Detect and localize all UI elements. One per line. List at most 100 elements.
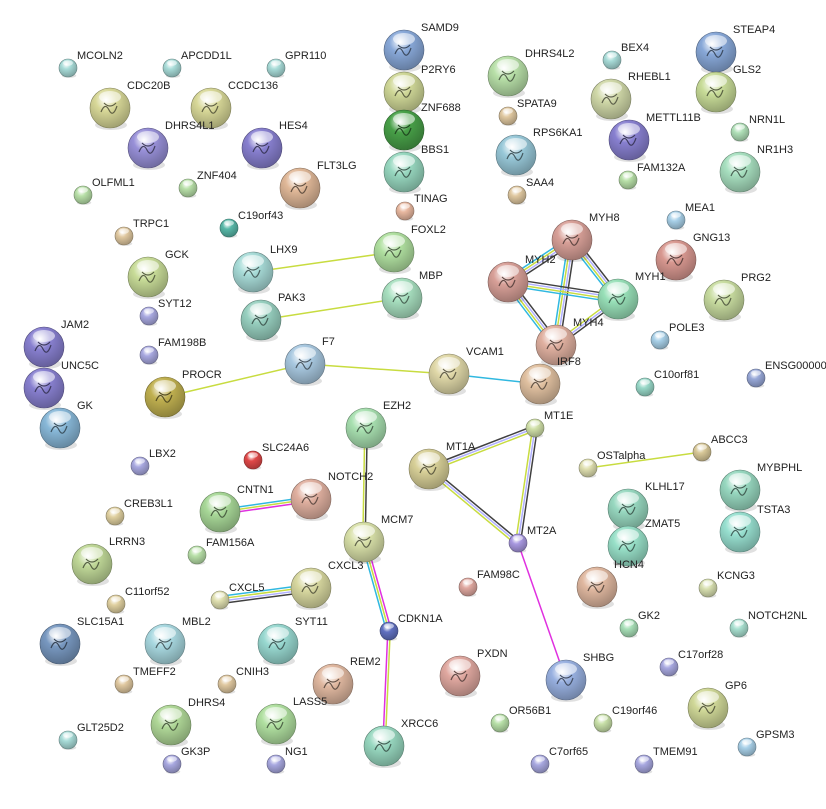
edge-F7-VCAM1[interactable]	[304, 363, 450, 375]
node-SYT12[interactable]: SYT12	[139, 298, 192, 326]
node-MBL2[interactable]: MBL2	[144, 616, 211, 666]
node-OSTalpha[interactable]: OSTalpha	[578, 450, 646, 478]
node-APCDD1L[interactable]: APCDD1L	[162, 50, 232, 78]
node-GP6[interactable]: GP6	[687, 680, 747, 730]
node-ABCC3[interactable]: ABCC3	[692, 434, 748, 462]
node-RHEBL1[interactable]: RHEBL1	[590, 71, 671, 121]
node-IRF8[interactable]: IRF8	[519, 356, 581, 406]
node-MCOLN2[interactable]: MCOLN2	[58, 50, 123, 78]
node-C11orf52[interactable]: C11orf52	[106, 586, 169, 614]
node-GK2[interactable]: GK2	[619, 610, 660, 638]
node-HCN4[interactable]: HCN4	[576, 559, 644, 609]
node-METTL11B[interactable]: METTL11B	[608, 112, 701, 162]
node-PXDN[interactable]: PXDN	[439, 648, 508, 698]
node-FAM132A[interactable]: FAM132A	[618, 162, 686, 190]
node-XRCC6[interactable]: XRCC6	[363, 718, 438, 768]
node-MT2A[interactable]: MT2A	[508, 525, 557, 553]
node-OLFML1[interactable]: OLFML1	[73, 177, 135, 205]
node-CDKN1A[interactable]: CDKN1A	[379, 613, 443, 641]
node-TSTA3[interactable]: TSTA3	[719, 504, 790, 554]
node-GK3P[interactable]: GK3P	[162, 746, 210, 774]
node-NOTCH2[interactable]: NOTCH2	[290, 471, 373, 521]
node-PAK3[interactable]: PAK3	[240, 292, 305, 342]
node-F7[interactable]: F7	[284, 336, 335, 386]
node-ZMAT5[interactable]: ZMAT5	[607, 518, 680, 568]
node-EZH2[interactable]: EZH2	[345, 400, 411, 450]
node-TINAG[interactable]: TINAG	[395, 193, 448, 221]
node-CNIH3[interactable]: CNIH3	[217, 666, 269, 694]
node-RPS6KA1[interactable]: RPS6KA1	[495, 127, 583, 177]
node-FAM198B[interactable]: FAM198B	[139, 337, 206, 365]
node-GCK[interactable]: GCK	[127, 249, 190, 299]
node-CREB3L1[interactable]: CREB3L1	[105, 498, 173, 526]
node-MYBPHL[interactable]: MYBPHL	[719, 462, 802, 512]
node-SPATA9[interactable]: SPATA9	[498, 98, 557, 126]
node-LHX9[interactable]: LHX9	[232, 244, 298, 294]
edge-MT1E-MT2A[interactable]	[514, 427, 539, 544]
node-NOTCH2NL[interactable]: NOTCH2NL	[729, 610, 807, 638]
node-SLC24A6[interactable]: SLC24A6	[243, 442, 309, 470]
node-DHRS4L1[interactable]: DHRS4L1	[127, 120, 215, 170]
node-C19orf43[interactable]: C19orf43	[219, 210, 283, 238]
node-LRRN3[interactable]: LRRN3	[71, 536, 145, 586]
node-NG1[interactable]: NG1	[266, 746, 308, 774]
node-SYT11[interactable]: SYT11	[257, 616, 328, 666]
node-HES4[interactable]: HES4	[241, 120, 308, 170]
node-C7orf65[interactable]: C7orf65	[530, 746, 588, 774]
node-REM2[interactable]: REM2	[312, 656, 381, 706]
node-FLT3LG[interactable]: FLT3LG	[279, 160, 357, 210]
node-GPR110[interactable]: GPR110	[266, 50, 326, 78]
node-MYH2[interactable]: MYH2	[487, 254, 556, 304]
node-MEA1[interactable]: MEA1	[666, 202, 715, 230]
node-TRPC1[interactable]: TRPC1	[114, 218, 169, 246]
node-GLT25D2[interactable]: GLT25D2	[58, 722, 124, 750]
node-GK[interactable]: GK	[39, 400, 94, 450]
node-CXCL5[interactable]: CXCL5	[210, 582, 264, 610]
node-GLS2[interactable]: GLS2	[695, 64, 761, 114]
edge-OSTalpha-ABCC3[interactable]	[587, 451, 703, 469]
edge-PROCR-F7[interactable]	[164, 363, 306, 398]
node-GNG13[interactable]: GNG13	[655, 232, 730, 282]
node-DHRS4[interactable]: DHRS4	[150, 697, 225, 747]
node-SAA4[interactable]: SAA4	[507, 177, 554, 205]
node-GPSM3[interactable]: GPSM3	[737, 729, 795, 757]
node-CDC20B[interactable]: CDC20B	[89, 80, 170, 130]
node-BEX4[interactable]: BEX4	[602, 42, 649, 70]
node-SHBG[interactable]: SHBG	[545, 652, 614, 702]
node-MT1E[interactable]: MT1E	[525, 410, 573, 438]
edge-LHX9-FOXL2[interactable]	[252, 251, 395, 273]
node-BBS1[interactable]: BBS1	[383, 144, 449, 194]
node-ENSG00000[interactable]: ENSG00000	[746, 360, 826, 388]
node-P2RY6[interactable]: P2RY6	[383, 64, 456, 114]
node-LASS5[interactable]: LASS5	[255, 696, 327, 746]
node-DHRS4L2[interactable]: DHRS4L2	[487, 48, 575, 98]
node-MYH4[interactable]: MYH4	[535, 317, 604, 367]
node-TMEFF2[interactable]: TMEFF2	[114, 666, 176, 694]
node-PRG2[interactable]: PRG2	[703, 272, 771, 322]
node-MBP[interactable]: MBP	[381, 270, 443, 320]
node-MCM7[interactable]: MCM7	[343, 514, 413, 564]
node-NRN1L[interactable]: NRN1L	[730, 114, 785, 142]
node-MYH1[interactable]: MYH1	[597, 271, 666, 321]
node-C10orf81[interactable]: C10orf81	[635, 369, 699, 397]
edge-MT2A-SHBG[interactable]	[517, 542, 567, 681]
node-MYH8[interactable]: MYH8	[551, 212, 620, 262]
node-C17orf28[interactable]: C17orf28	[659, 649, 723, 677]
node-UNC5C[interactable]: UNC5C	[23, 360, 99, 410]
node-FOXL2[interactable]: FOXL2	[373, 224, 446, 274]
node-CCDC136[interactable]: CCDC136	[190, 80, 278, 130]
node-ZNF688[interactable]: ZNF688	[383, 102, 461, 152]
node-LBX2[interactable]: LBX2	[130, 448, 176, 476]
node-PROCR[interactable]: PROCR	[144, 369, 222, 419]
node-ZNF404[interactable]: ZNF404	[178, 170, 237, 198]
edge-PAK3-MBP[interactable]	[260, 297, 403, 321]
node-CNTN1[interactable]: CNTN1	[199, 484, 274, 534]
node-STEAP4[interactable]: STEAP4	[695, 24, 775, 74]
node-JAM2[interactable]: JAM2	[23, 319, 89, 369]
node-KCNG3[interactable]: KCNG3	[698, 570, 755, 598]
node-CXCL3[interactable]: CXCL3	[290, 560, 363, 610]
node-FAM98C[interactable]: FAM98C	[458, 569, 520, 597]
node-OR56B1[interactable]: OR56B1	[490, 705, 551, 733]
node-KLHL17[interactable]: KLHL17	[607, 481, 685, 531]
node-MT1A[interactable]: MT1A	[408, 441, 476, 491]
